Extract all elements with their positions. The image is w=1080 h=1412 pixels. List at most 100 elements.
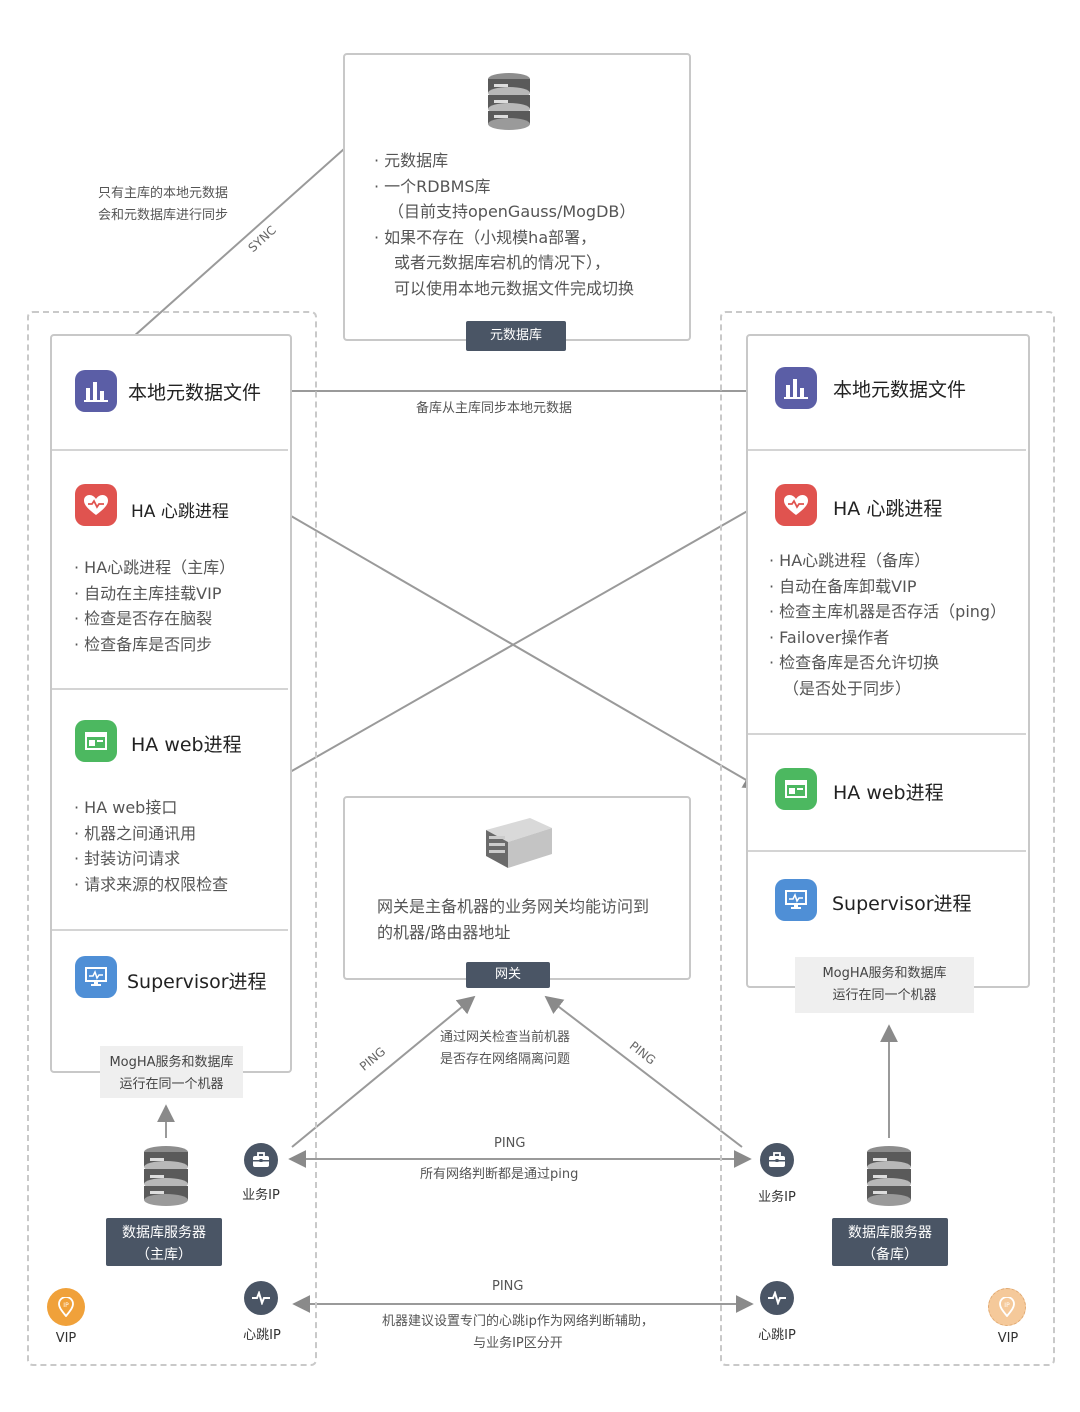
tag-line: 数据库服务器	[122, 1225, 206, 1241]
list-item: · 封装访问请求	[74, 849, 181, 868]
right-local-meta-title: 本地元数据文件	[833, 379, 967, 401]
bar-chart-icon	[775, 367, 817, 409]
local-meta-sync-note: 备库从主库同步本地元数据	[416, 401, 573, 416]
left-local-meta-title: 本地元数据文件	[128, 382, 262, 404]
database-icon	[488, 73, 530, 130]
note-line: 运行在同一个机器	[119, 1077, 224, 1092]
list-item: （是否处于同步）	[783, 678, 912, 698]
left-heartbeat-bullets: · HA心跳进程（主库） · 自动在主库挂载VIP · 检查是否存在脑裂 · 检…	[74, 555, 235, 657]
left-supervisor-title: Supervisor进程	[127, 971, 267, 993]
heartbeat-icon	[75, 484, 117, 526]
gateway-desc-line: 网关是主备机器的业务网关均能访问到	[377, 897, 650, 916]
list-item: · HA web接口	[74, 798, 178, 817]
briefcase-icon	[760, 1143, 794, 1177]
web-window-icon	[75, 720, 117, 762]
note-line: MogHA服务和数据库	[109, 1055, 234, 1070]
right-same-machine-note: MogHA服务和数据库 运行在同一个机器	[795, 957, 974, 1013]
right-heartbeat-to-left-web-arrow	[260, 504, 759, 789]
divider	[52, 929, 288, 931]
left-web-bullets: · HA web接口 · 机器之间通讯用 · 封装访问请求 · 请求来源的权限检…	[74, 795, 228, 897]
left-db-server-tag: 数据库服务器 （主库）	[106, 1218, 222, 1266]
list-item: · 自动在备库卸载VIP	[769, 576, 917, 596]
left-vip-label: VIP	[55, 1331, 77, 1346]
right-heartbeat-bullets: · HA心跳进程（备库） · 自动在备库卸载VIP · 检查主库机器是否存活（p…	[769, 548, 1006, 701]
left-hb-ip-label: 心跳IP	[243, 1328, 281, 1343]
web-window-icon	[775, 768, 817, 810]
sync-arrow	[103, 106, 392, 364]
ping-left-arrow	[291, 995, 476, 1148]
hb-ping-note: 机器建议设置专门的心跳ip作为网络判断辅助， 与业务IP区分开	[382, 1311, 654, 1355]
note-line: 运行在同一个机器	[832, 988, 937, 1003]
pulse-icon	[760, 1281, 794, 1315]
gateway-desc-line: 的机器/路由器地址	[377, 922, 511, 942]
gateway-check-note: 通过网关检查当前机器 是否存在网络隔离问题	[440, 1027, 570, 1071]
vip-standby-icon: IP	[988, 1288, 1026, 1326]
right-db-server-tag: 数据库服务器 （备库）	[832, 1218, 948, 1266]
list-item: · 检查备库是否允许切换	[769, 653, 940, 672]
divider	[52, 688, 288, 690]
heartbeat-icon	[775, 484, 817, 526]
svg-text:IP: IP	[63, 1302, 69, 1309]
svg-text:IP: IP	[1004, 1302, 1010, 1309]
list-item: · HA心跳进程（备库）	[769, 551, 931, 570]
divider	[52, 449, 288, 451]
right-vip-label: VIP	[997, 1331, 1019, 1346]
list-item: · 检查主库机器是否存活（ping）	[769, 602, 1007, 621]
list-item: · 检查是否存在脑裂	[74, 609, 213, 628]
list-item: · Failover操作者	[769, 627, 890, 647]
divider	[748, 733, 1026, 735]
biz-ping-label: PING	[494, 1136, 526, 1151]
left-web-title: HA web进程	[131, 734, 242, 756]
meta-db-line: · 如果不存在（小规模ha部署，	[374, 227, 597, 247]
router-icon	[486, 818, 552, 868]
sync-note: 只有主库的本地元数据 会和元数据库进行同步	[98, 183, 228, 227]
divider	[748, 449, 1026, 451]
sync-note-line: 会和元数据库进行同步	[98, 208, 229, 223]
list-item: · HA心跳进程（主库）	[74, 558, 236, 577]
note-line: MogHA服务和数据库	[822, 966, 947, 981]
database-server-icon	[144, 1146, 188, 1206]
database-server-icon	[867, 1146, 911, 1206]
left-heartbeat-title: HA 心跳进程	[131, 502, 229, 522]
monitor-icon	[775, 879, 817, 921]
monitor-icon	[75, 956, 117, 998]
pulse-icon	[244, 1281, 278, 1315]
right-machine-container	[720, 311, 1055, 1366]
vip-primary-icon: IP	[47, 1288, 85, 1326]
meta-db-line: （目前支持openGauss/MogDB）	[388, 202, 636, 221]
note-line: 机器建议设置专门的心跳ip作为网络判断辅助，	[382, 1314, 654, 1329]
meta-db-tag: 元数据库	[466, 321, 566, 351]
heartbeat-to-right-web-arrow	[259, 497, 762, 789]
right-biz-ip-label: 业务IP	[758, 1190, 796, 1205]
tag-line: （主库）	[136, 1247, 192, 1263]
meta-db-line: · 元数据库	[374, 151, 449, 170]
right-supervisor-title: Supervisor进程	[832, 893, 972, 915]
biz-ping-note: 所有网络判断都是通过ping	[420, 1167, 579, 1182]
note-line: 是否存在网络隔离问题	[440, 1052, 571, 1067]
left-machine-container	[27, 311, 317, 1366]
gateway-description: 网关是主备机器的业务网关均能访问到 的机器/路由器地址	[377, 894, 649, 945]
right-web-title: HA web进程	[833, 782, 944, 804]
sync-note-line: 只有主库的本地元数据	[98, 186, 229, 201]
right-heartbeat-title: HA 心跳进程	[833, 498, 943, 520]
left-same-machine-note: MogHA服务和数据库 运行在同一个机器	[100, 1046, 243, 1098]
left-biz-ip-label: 业务IP	[242, 1188, 280, 1203]
note-line: 通过网关检查当前机器	[440, 1030, 571, 1045]
left-process-box	[50, 334, 292, 1073]
right-hb-ip-label: 心跳IP	[758, 1328, 796, 1343]
list-item: · 自动在主库挂载VIP	[74, 583, 222, 603]
note-line: 与业务IP区分开	[473, 1336, 563, 1351]
meta-db-description: · 元数据库 · 一个RDBMS库 （目前支持openGauss/MogDB） …	[374, 148, 635, 301]
bar-chart-icon	[75, 370, 117, 412]
divider	[748, 850, 1026, 852]
list-item: · 机器之间通讯用	[74, 823, 197, 843]
meta-db-line: · 一个RDBMS库	[374, 176, 491, 196]
hb-ping-label: PING	[492, 1279, 524, 1294]
tag-line: 数据库服务器	[848, 1225, 932, 1241]
list-item: · 请求来源的权限检查	[74, 874, 229, 894]
meta-db-line: 可以使用本地元数据文件完成切换	[394, 278, 635, 298]
briefcase-icon	[244, 1143, 278, 1177]
ping-right-arrow	[544, 995, 743, 1148]
tag-line: （备库）	[862, 1247, 918, 1263]
meta-db-line: 或者元数据库宕机的情况下），	[394, 253, 611, 272]
